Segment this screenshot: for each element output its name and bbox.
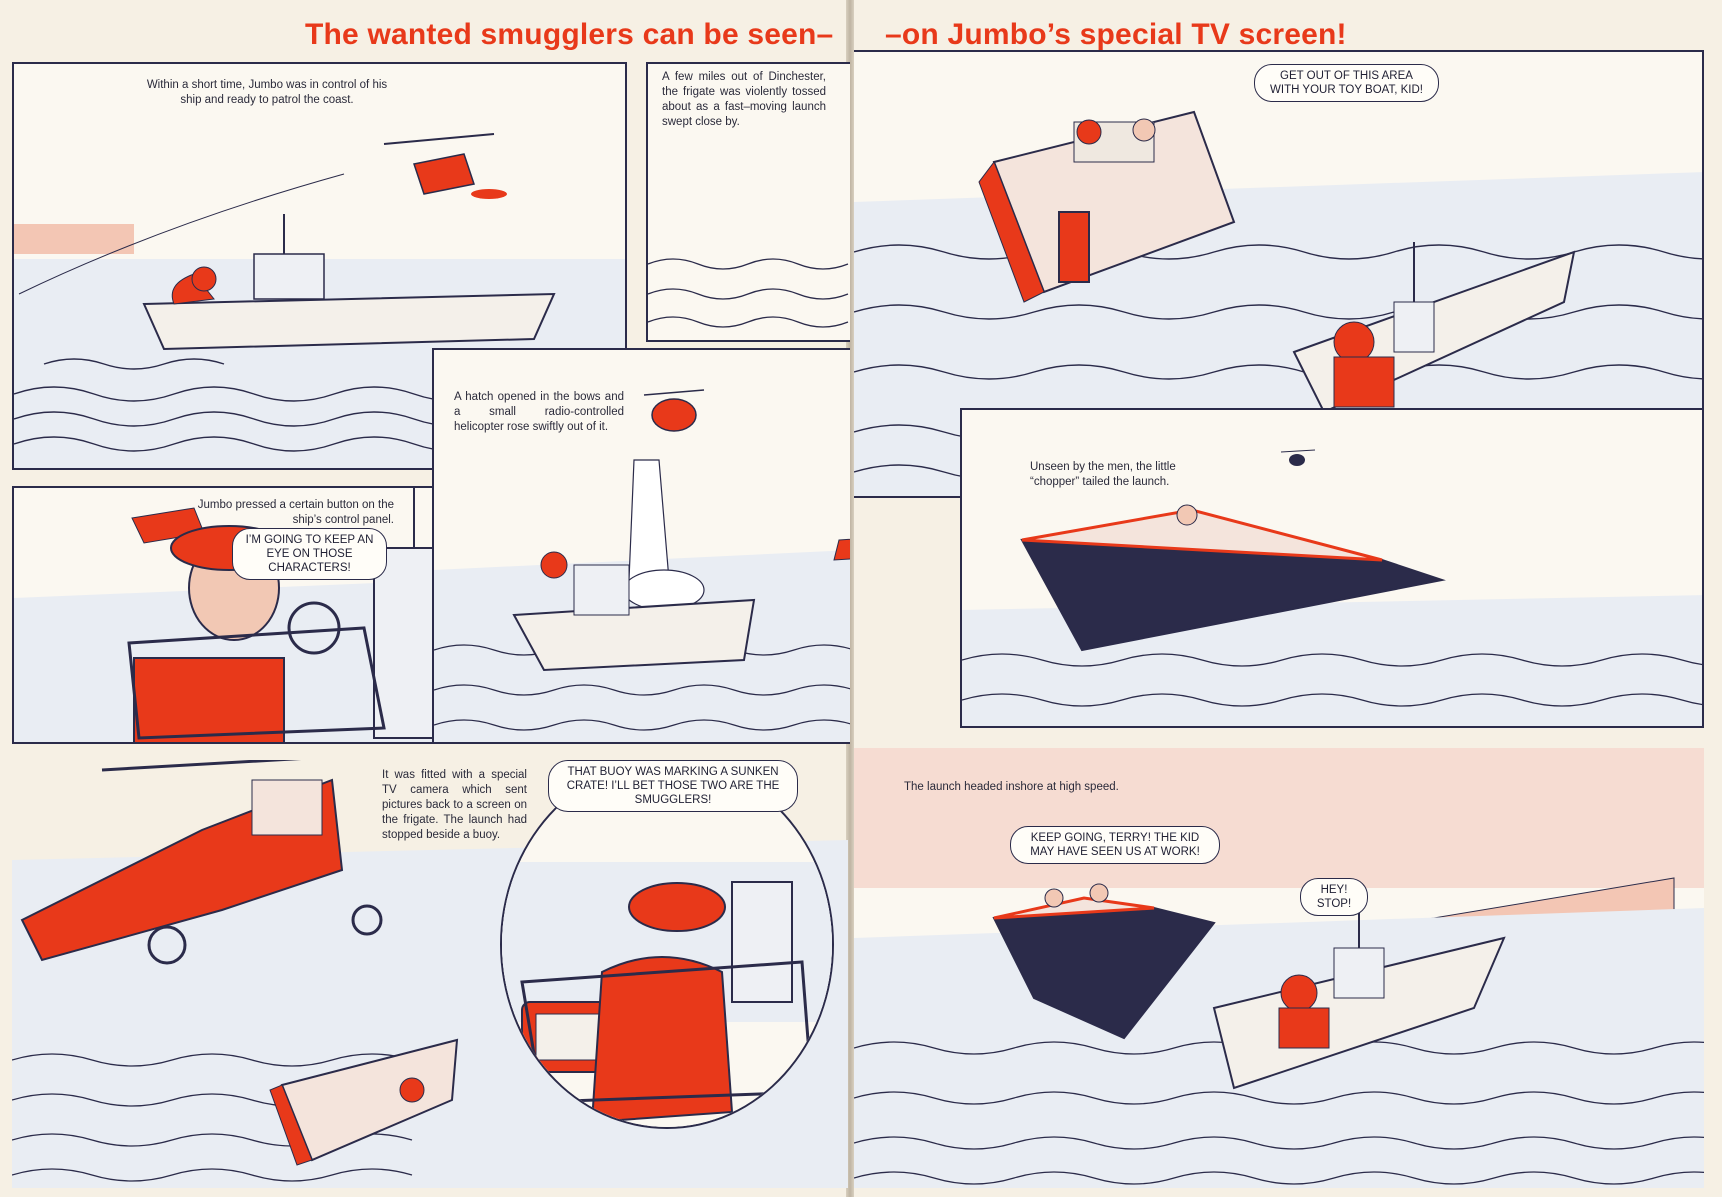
tiny-chopper <box>1280 449 1316 466</box>
buoy <box>399 1077 425 1103</box>
frigate-ship <box>1212 898 1506 1090</box>
headline-right: –on Jumbo’s special TV screen! <box>885 18 1347 51</box>
panel-9-art <box>854 748 1704 1188</box>
panel-1-caption: Within a short time, Jumbo was in contro… <box>146 79 388 106</box>
speedboat-launch <box>978 110 1236 303</box>
panel-5-helicopter-launch: A hatch opened in the bows and a small r… <box>432 348 850 744</box>
panel-3-speech-bubble: Get out of this area with your toy boat,… <box>1254 64 1439 102</box>
panel-2-launch-sweeps: A few miles out of Dinchester, the friga… <box>646 62 850 342</box>
speedboat-at-buoy <box>269 1038 459 1166</box>
steering-wheel <box>287 601 341 655</box>
panel-9-speech-bubble-stop: Hey! Stop! <box>1300 878 1368 916</box>
panel-9-launch-inshore: The launch headed inshore at high speed.… <box>854 748 1704 1188</box>
panel-4-speech-bubble: I’m going to keep an eye on those charac… <box>232 528 387 580</box>
coast-town <box>14 224 134 254</box>
panel-4-art <box>14 488 494 742</box>
panel-2-art <box>648 64 850 340</box>
frigate-ship <box>1292 242 1576 414</box>
outboard-motor <box>1058 211 1090 283</box>
panel-5-art <box>434 350 850 742</box>
panel-4-jumbo-control: Jumbo pressed a certain button on the sh… <box>12 486 496 744</box>
panel-9-caption: The launch headed inshore at high speed. <box>904 781 1119 793</box>
speedboat-launch <box>992 883 1216 1040</box>
panel-8-tv-screen-inset <box>500 760 834 1129</box>
panel-2-caption: A few miles out of Dinchester, the friga… <box>662 71 826 128</box>
frigate-ship <box>512 551 756 672</box>
panel-8-speech-bubble: That buoy was marking a sunken crate! I’… <box>548 760 798 812</box>
panel-5-caption: A hatch opened in the bows and a small r… <box>454 391 624 433</box>
speedboat-launch <box>1020 504 1446 652</box>
frigate-ship <box>142 214 556 351</box>
panel-9-speech-bubble-terry: Keep going, Terry! The kid may have seen… <box>1010 826 1220 864</box>
panel-6-caption: Unseen by the men, the little “chopper” … <box>1030 461 1176 488</box>
panel-6-art <box>962 410 1702 726</box>
panel-8-art <box>502 762 832 1127</box>
panel-6-chopper-tails-launch: Unseen by the men, the little “chopper” … <box>960 408 1704 728</box>
headline-left: The wanted smugglers can be seen– <box>305 18 834 51</box>
page-gutter <box>846 0 854 1197</box>
panel-4-caption: Jumbo pressed a certain button on the sh… <box>197 499 394 526</box>
panel-7-caption: It was fitted with a special TV camera w… <box>382 769 527 841</box>
small-helicopter <box>643 389 705 432</box>
red-cap <box>628 882 726 932</box>
large-helicopter <box>20 760 383 965</box>
helicopter-red <box>383 133 507 199</box>
